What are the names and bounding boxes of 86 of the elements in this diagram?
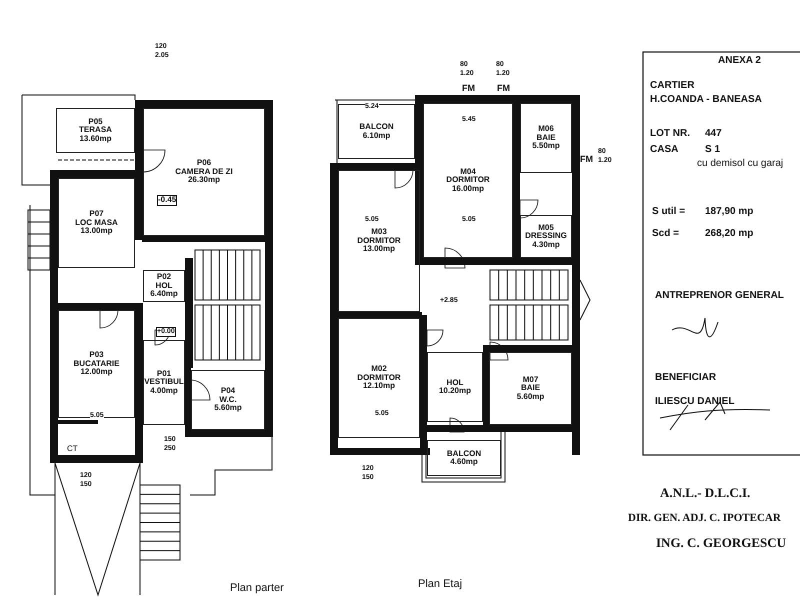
room-label: DORMITOR	[357, 236, 401, 245]
title-block-text: 447	[705, 128, 722, 139]
room-outline	[520, 215, 572, 258]
room-outline	[427, 440, 501, 476]
room-outline	[520, 103, 572, 173]
plan-title: Plan parter	[230, 582, 284, 594]
title-block-text: CASA	[650, 144, 678, 155]
approval-text: A.N.L.- D.L.C.I.	[660, 486, 750, 500]
room-outline	[143, 108, 265, 236]
room-label: 4.60mp	[450, 458, 478, 466]
room-label: BAIE	[536, 134, 556, 142]
title-block-text: Scd =	[652, 228, 679, 239]
room-label: BAIE	[520, 384, 540, 393]
room-outline	[427, 352, 483, 422]
room-outline	[338, 104, 415, 159]
dimension-label: FM	[462, 84, 475, 94]
room-label: 13.00mp	[80, 227, 113, 236]
room-label: CAMERA DE ZI	[175, 168, 233, 176]
room-label: LOC MASA	[75, 218, 118, 227]
title-block-text: S util =	[652, 206, 686, 217]
approval-text: DIR. GEN. ADJ. C. IPOTECAR	[628, 512, 781, 524]
title-block-text: 187,90 mp	[705, 206, 754, 217]
room-label: 10.20mp	[438, 387, 472, 396]
title-block-text: S 1	[705, 144, 720, 155]
room-label: 6.10mp	[362, 132, 390, 140]
title-block-text: LOT NR.	[650, 128, 690, 139]
room-label: 16.00mp	[452, 184, 484, 194]
room-label: 13.60mp	[79, 134, 112, 144]
room-label: 13.00mp	[362, 245, 396, 254]
room-label: DORMITOR	[357, 374, 401, 382]
title-block-text: ANEXA 2	[718, 55, 761, 66]
room-outline	[143, 340, 185, 425]
room-label: BALCON	[446, 450, 482, 458]
room-label: 4.30mp	[532, 240, 560, 250]
room-label: 12.00mp	[80, 368, 113, 377]
room-label: M06	[538, 125, 554, 134]
room-outline	[338, 318, 420, 438]
approval-text: ING. C. GEORGESCU	[656, 536, 786, 550]
room-label: BUCATARIE	[74, 360, 120, 368]
dimension-label: CT	[67, 445, 78, 454]
room-label: VESTIBUL	[144, 378, 184, 387]
room-label: 12.10mp	[362, 382, 396, 391]
room-label: M02	[371, 365, 387, 374]
room-label: M03	[371, 228, 387, 237]
title-block-text: ILIESCU DANIEL	[655, 396, 734, 407]
dimension-label: FM	[580, 155, 593, 165]
room-outline	[143, 270, 185, 302]
title-block-text: 268,20 mp	[705, 228, 754, 239]
room-outline	[56, 108, 135, 153]
plan-title: Plan Etaj	[418, 578, 462, 590]
room-label: P02	[156, 273, 172, 282]
room-label: P03	[89, 351, 104, 360]
room-label: M07	[522, 376, 538, 384]
room-label: DORMITOR	[446, 176, 490, 185]
room-label: P01	[156, 370, 172, 378]
room-label: 4.00mp	[150, 386, 178, 396]
room-outline	[338, 170, 420, 312]
title-block-text: BENEFICIAR	[655, 372, 716, 383]
room-outline	[58, 310, 135, 418]
room-label: TERASA	[79, 126, 112, 135]
room-label: 5.60mp	[516, 392, 544, 402]
room-outline	[489, 352, 572, 425]
title-block-text: CARTIER	[650, 80, 694, 91]
dimension-label: -0.45	[157, 195, 178, 206]
room-outline	[191, 370, 265, 430]
room-label: M05	[538, 224, 554, 232]
room-label: M04	[460, 168, 476, 176]
room-label: BALCON	[359, 123, 394, 132]
title-block-text: ANTREPRENOR GENERAL	[655, 290, 784, 301]
room-label: DRESSING	[525, 232, 567, 241]
title-block-text: H.COANDA - BANEASA	[650, 94, 762, 105]
room-label: 6.40mp	[150, 290, 178, 299]
room-label: 26.30mp	[188, 176, 220, 185]
room-label: 5.60mp	[214, 404, 242, 413]
room-label: P05	[88, 118, 103, 126]
room-outline	[58, 178, 135, 268]
room-label: P04	[220, 387, 236, 396]
room-label: HOL	[446, 378, 464, 387]
dimension-label: FM	[497, 84, 510, 94]
room-label: P06	[196, 159, 212, 168]
room-outline	[423, 103, 513, 258]
room-label: W.C.	[219, 396, 237, 404]
room-label: 5.50mp	[532, 142, 560, 151]
room-label: HOL	[156, 282, 172, 290]
title-block-text: cu demisol cu garaj	[697, 158, 784, 169]
room-label: P07	[89, 210, 104, 219]
